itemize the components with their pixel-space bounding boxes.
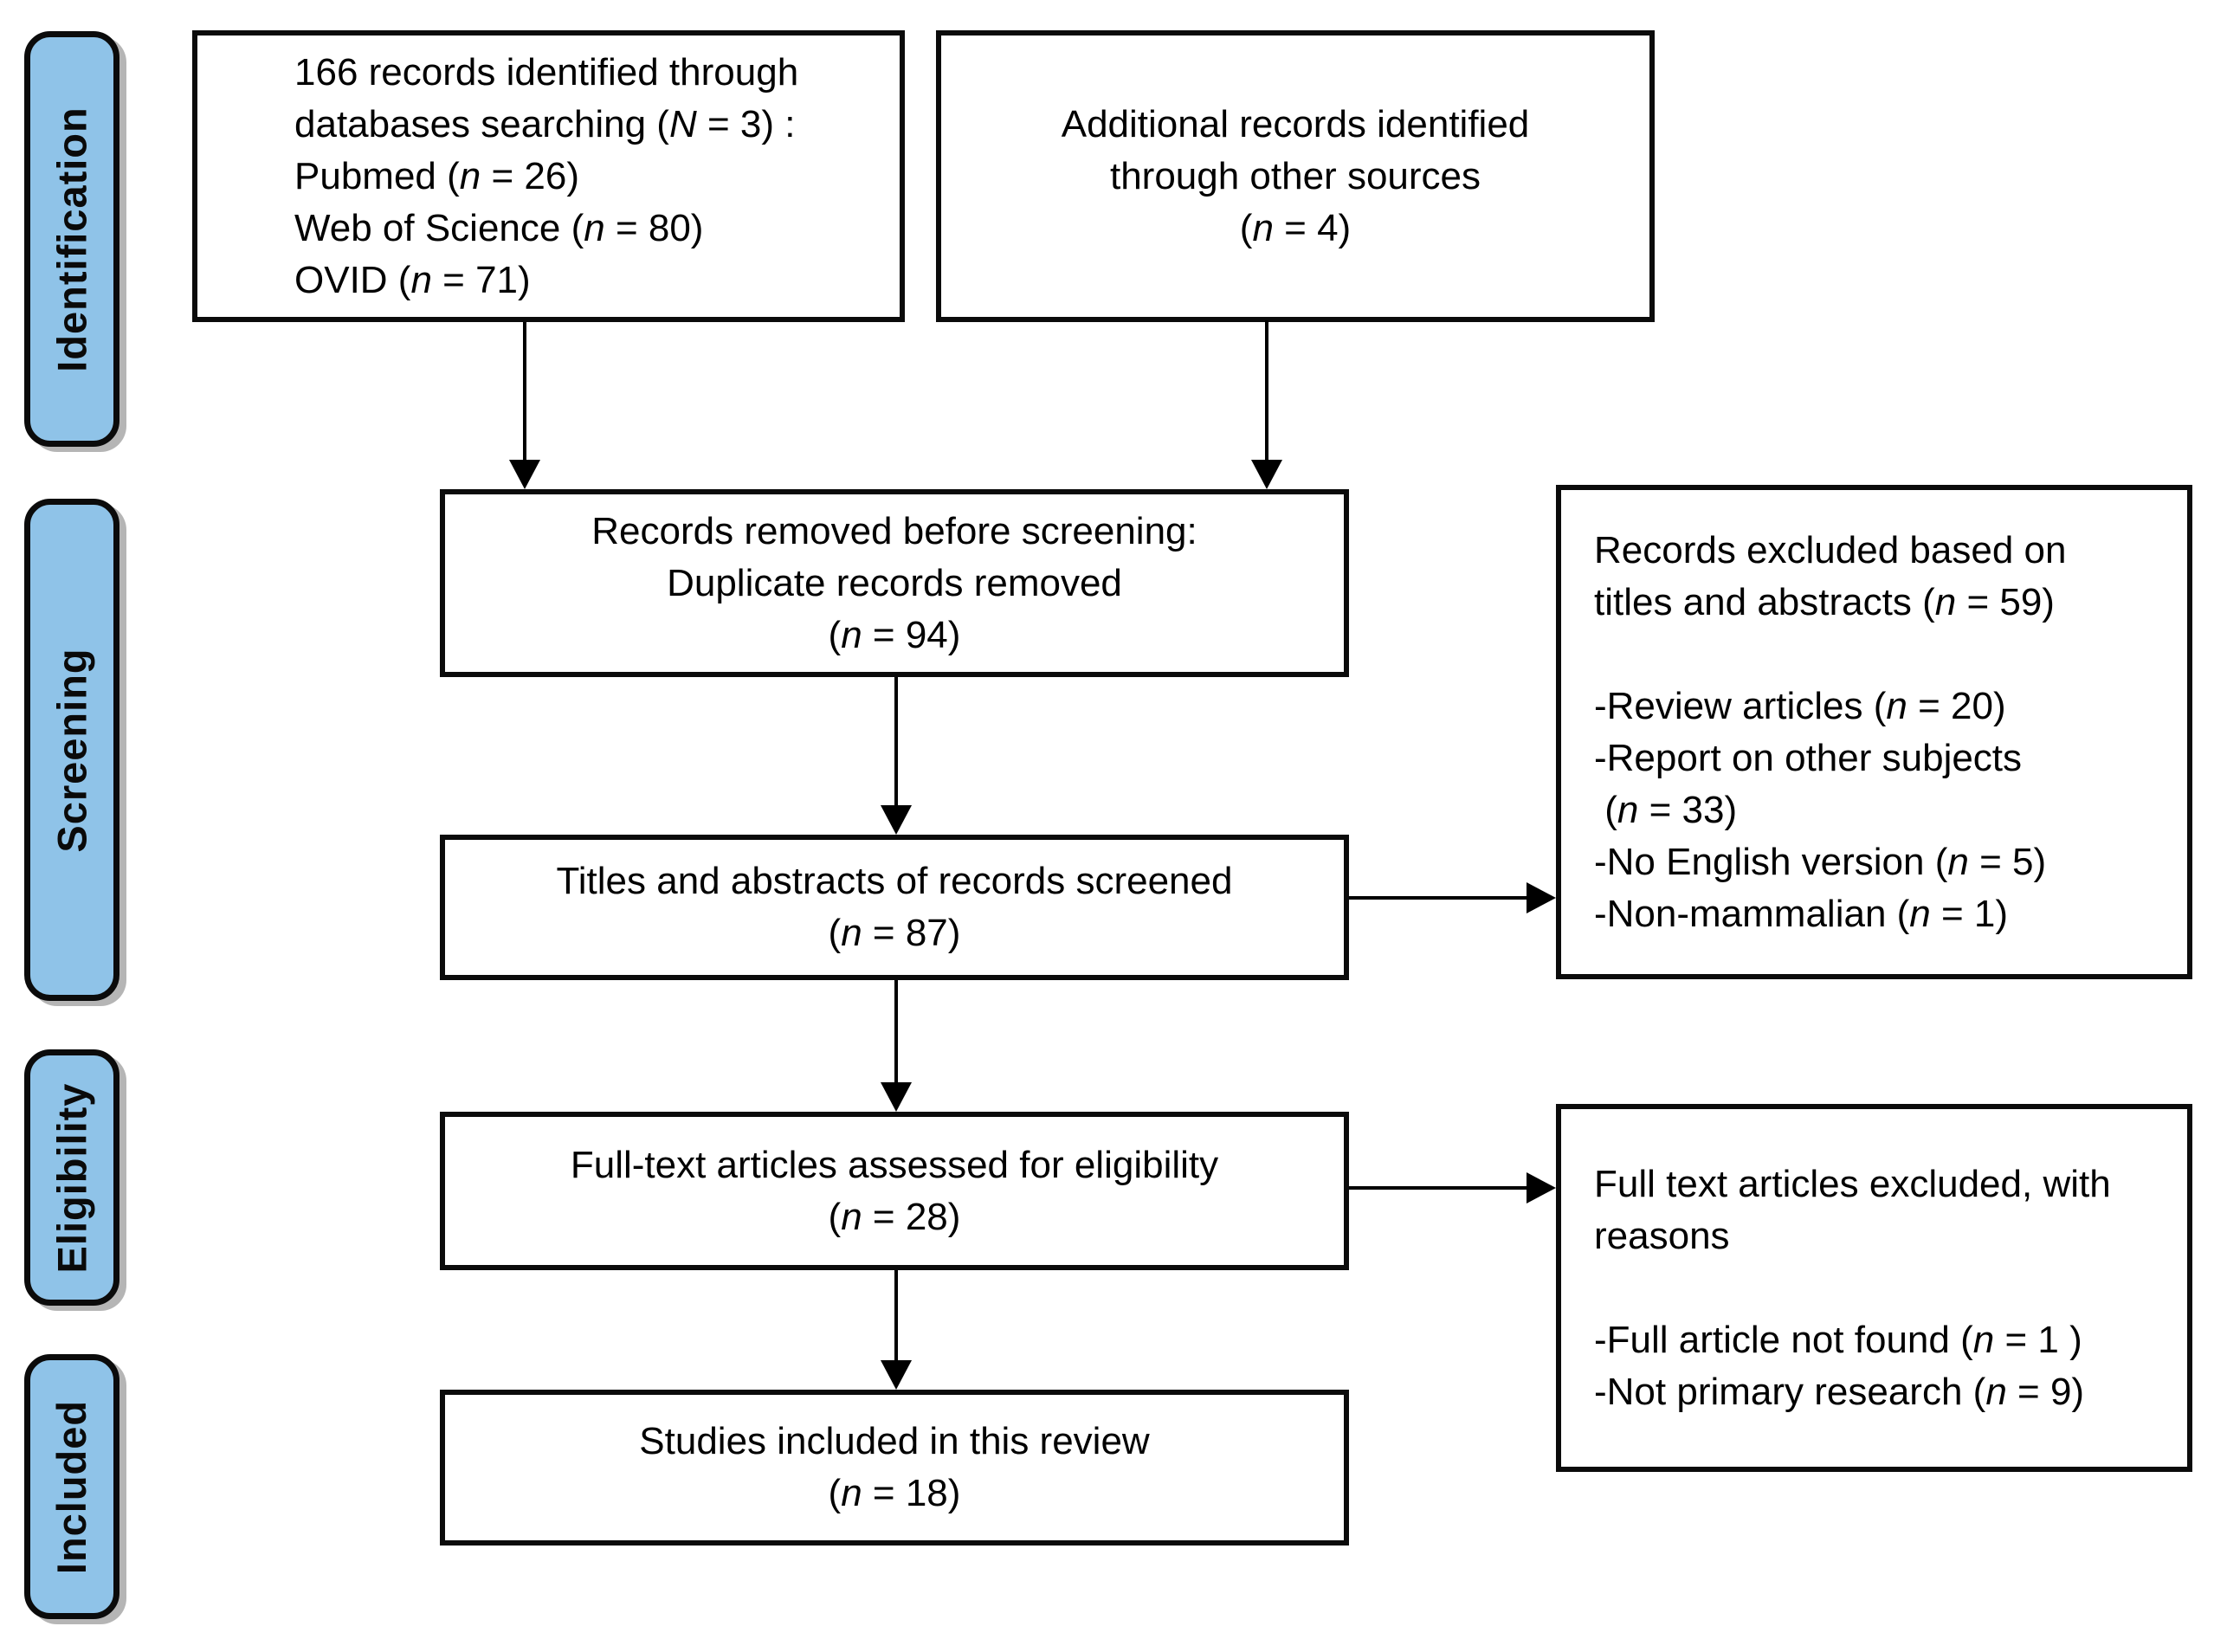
arrow-shaft bbox=[1349, 896, 1530, 900]
text-line: through other sources bbox=[1109, 154, 1481, 197]
text-line bbox=[1594, 629, 2173, 681]
text-line: (n = 87) bbox=[828, 912, 961, 954]
text-line: titles and abstracts (n = 59) bbox=[1594, 580, 2055, 623]
text-line: (n = 28) bbox=[828, 1195, 961, 1238]
arrow-fulltext-to-excluded bbox=[1349, 1172, 1556, 1204]
box-titles-screened: Titles and abstracts of records screened… bbox=[440, 835, 1349, 980]
text-line: OVID (n = 71) bbox=[294, 258, 531, 301]
text-line: -Non-mammalian (n = 1) bbox=[1594, 892, 2009, 935]
stage-eligibility-label: Eligibility bbox=[48, 1082, 95, 1273]
text-line: (n = 4) bbox=[1239, 206, 1352, 249]
stage-identification-label: Identification bbox=[48, 106, 95, 372]
arrowhead-down-icon bbox=[1251, 460, 1282, 489]
box-studies-included: Studies included in this review (n = 18) bbox=[440, 1390, 1349, 1546]
text-line: -Review articles (n = 20) bbox=[1594, 684, 2006, 727]
arrowhead-down-icon bbox=[881, 1360, 912, 1390]
text-line: -Not primary research (n = 9) bbox=[1594, 1370, 2085, 1413]
text-line: Web of Science (n = 80) bbox=[294, 206, 704, 249]
stage-included: Included bbox=[24, 1354, 119, 1619]
arrow-screened-to-fulltext bbox=[881, 980, 912, 1112]
text-line: Duplicate records removed bbox=[667, 561, 1122, 604]
text-line: (n = 33) bbox=[1594, 788, 1738, 831]
text-line: Titles and abstracts of records screened bbox=[556, 860, 1233, 902]
text-line: -No English version (n = 5) bbox=[1594, 840, 2047, 883]
arrow-shaft bbox=[1349, 1186, 1530, 1190]
arrowhead-down-icon bbox=[509, 460, 540, 489]
text-line: -Report on other subjects bbox=[1594, 736, 2023, 779]
text-line: Full text articles excluded, with bbox=[1594, 1162, 2111, 1205]
box-records-identified: 166 records identified through databases … bbox=[192, 30, 905, 322]
arrow-screened-to-excluded bbox=[1349, 882, 1556, 913]
arrow-shaft bbox=[894, 1270, 898, 1364]
text-line: Full-text articles assessed for eligibil… bbox=[570, 1143, 1219, 1186]
stage-screening: Screening bbox=[24, 499, 119, 1001]
stage-eligibility: Eligibility bbox=[24, 1049, 119, 1306]
text-line: databases searching (N = 3) : bbox=[294, 102, 796, 145]
box-fulltext-excluded: Full text articles excluded, with reasons… bbox=[1556, 1104, 2192, 1472]
arrow-shaft bbox=[894, 677, 898, 809]
stage-identification: Identification bbox=[24, 31, 119, 447]
text-line: -Full article not found (n = 1 ) bbox=[1594, 1318, 2082, 1361]
stage-included-label: Included bbox=[48, 1399, 95, 1574]
text-line: Studies included in this review bbox=[639, 1420, 1150, 1462]
box-records-excluded: Records excluded based on titles and abst… bbox=[1556, 485, 2192, 979]
stage-screening-label: Screening bbox=[48, 647, 95, 853]
text-line: Records removed before screening: bbox=[591, 509, 1197, 552]
text-line: (n = 18) bbox=[828, 1472, 961, 1514]
box-additional-records: Additional records identified through oth… bbox=[936, 30, 1655, 322]
text-line: reasons bbox=[1594, 1214, 1730, 1257]
text-line: Records excluded based on bbox=[1594, 528, 2067, 571]
arrow-removed-to-screened bbox=[881, 677, 912, 835]
arrow-shaft bbox=[523, 322, 526, 463]
box-fulltext-assessed: Full-text articles assessed for eligibil… bbox=[440, 1112, 1349, 1270]
arrow-databases-to-removed bbox=[509, 322, 540, 489]
arrowhead-right-icon bbox=[1527, 882, 1556, 913]
text-line bbox=[1594, 1262, 2173, 1314]
text-line: 166 records identified through bbox=[294, 50, 799, 94]
text-line: Pubmed (n = 26) bbox=[294, 154, 579, 197]
arrow-additional-to-removed bbox=[1251, 320, 1282, 489]
arrowhead-down-icon bbox=[881, 805, 912, 835]
box-records-removed: Records removed before screening: Duplica… bbox=[440, 489, 1349, 677]
arrow-shaft bbox=[894, 980, 898, 1086]
text-line: (n = 94) bbox=[828, 613, 961, 656]
arrow-shaft bbox=[1265, 320, 1268, 463]
text-line: Additional records identified bbox=[1061, 102, 1530, 145]
arrowhead-right-icon bbox=[1527, 1172, 1556, 1204]
arrow-fulltext-to-included bbox=[881, 1270, 912, 1390]
arrowhead-down-icon bbox=[881, 1082, 912, 1112]
